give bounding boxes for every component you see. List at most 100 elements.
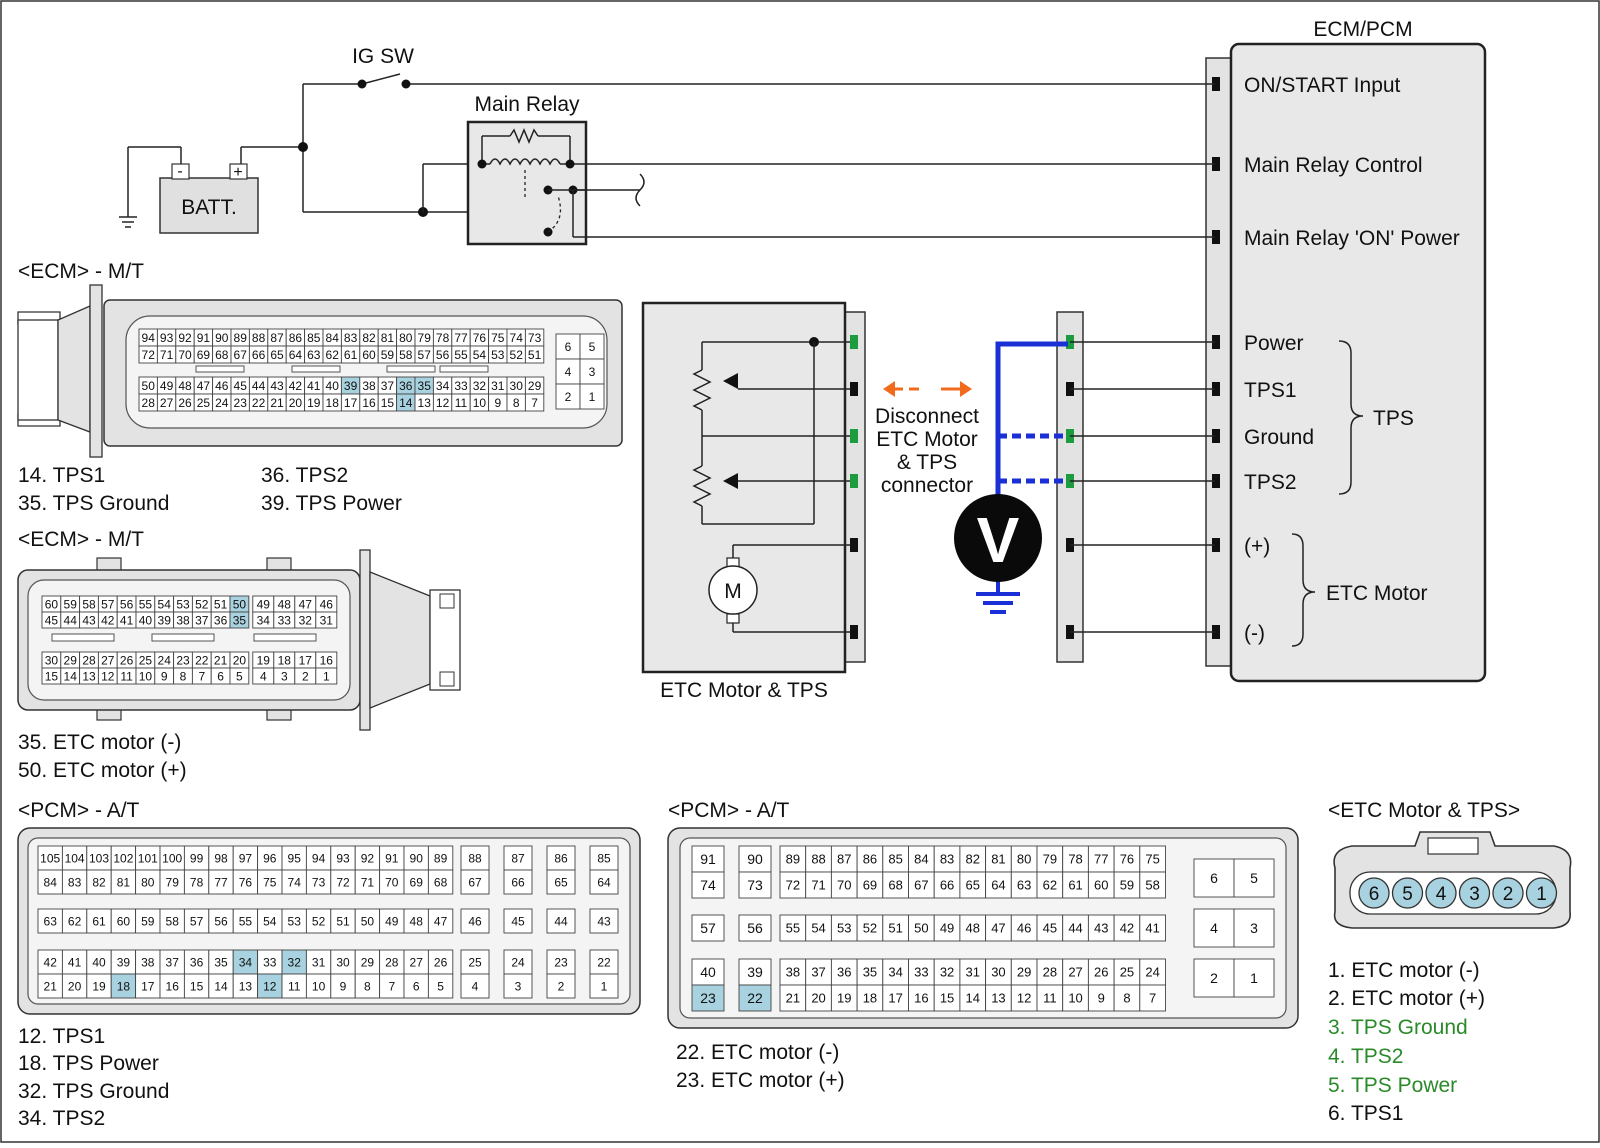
pcm2-pin-74-cell [691, 871, 725, 899]
ecm1-pin-80: 80 [399, 331, 413, 345]
pcm1-pin-93: 93 [336, 851, 350, 865]
pcm-at-1-title: <PCM> - A/T [18, 799, 140, 822]
ecm1-pin-42: 42 [289, 379, 303, 393]
ecm1-pin-55: 55 [454, 348, 468, 362]
pcm2-pin-57-cell [691, 914, 725, 942]
ecm1-pin-30: 30 [510, 379, 524, 393]
instruction-line-1: Disconnect [875, 405, 979, 428]
pcm1-pin-53-cell [281, 908, 307, 934]
ecm2-pin-18: 18 [278, 653, 292, 667]
pcm2-pin-76: 76 [1120, 852, 1134, 867]
etc-brace [1291, 533, 1316, 647]
ecm1-key-2 [386, 365, 436, 373]
pcm2-pin-85-cell [882, 845, 909, 873]
ecm2-pin-47: 47 [299, 597, 313, 611]
pcm1-pin-19-cell [86, 973, 112, 999]
ecm2-pin-52: 52 [195, 597, 209, 611]
pcm2-pin-23: 23 [700, 990, 716, 1006]
pcm1-pin-49-cell [379, 908, 405, 934]
pcm1-pin-10-cell [305, 973, 332, 999]
pcm2-pin-34-cell [882, 958, 909, 986]
ecm1-pin-3: 3 [589, 365, 596, 379]
battery-negative-terminal [171, 163, 190, 180]
pcm1-pin-17-cell [135, 973, 161, 999]
ecm-pin-marker-0 [1212, 77, 1220, 91]
motor-symbol [708, 565, 758, 615]
pcm2-pin-13: 13 [991, 991, 1005, 1006]
pcm1-pin-50: 50 [361, 914, 375, 928]
pcm1-pin-41: 41 [68, 955, 82, 969]
pcm1-pin-22: 22 [597, 955, 611, 969]
ecm1-pin-88: 88 [252, 331, 266, 345]
pcm2-pin-7: 7 [1149, 991, 1156, 1006]
pcm1-pin-49: 49 [385, 914, 399, 928]
pcm2-pin-38: 38 [786, 965, 800, 980]
pcm1-pin-69-cell [403, 869, 429, 895]
pcm2-pin-51: 51 [888, 921, 902, 936]
pcm2-pin-17-cell [882, 984, 909, 1012]
ecm-pcm-box [1229, 42, 1487, 683]
pcm1-pin-45-cell [503, 908, 533, 934]
voltmeter-probes: V [954, 341, 1068, 614]
pcm2-pin-15: 15 [940, 991, 954, 1006]
pcm1-pin-4-cell [460, 973, 490, 999]
pcm1-pin-91: 91 [385, 851, 399, 865]
pcm1-pin-48: 48 [410, 914, 424, 928]
ecm1-pin-21: 21 [270, 396, 284, 410]
tps2-resistor [692, 465, 712, 507]
etc-module-label: ETC Motor & TPS [660, 679, 828, 702]
pcm1-pin-61: 61 [92, 914, 106, 928]
tps-group-label: TPS [1373, 407, 1414, 430]
ecm1-pin-68: 68 [215, 348, 229, 362]
ecm2-pin-4: 4 [260, 669, 267, 683]
pcm2-pin-6-cell [1193, 858, 1235, 898]
pcm2-pin-70: 70 [837, 878, 851, 893]
pcm1-pin-78-cell [183, 869, 210, 895]
pcm-at-1-legend-3: 32. TPS Ground [18, 1080, 169, 1103]
pcm1-pin-75: 75 [263, 875, 277, 889]
pcm1-pin-85-cell [589, 845, 619, 871]
ecm2-key-0 [51, 633, 115, 642]
pcm2-pin-43: 43 [1094, 921, 1108, 936]
pcm1-pin-9-cell [330, 973, 356, 999]
pcm1-pin-90: 90 [410, 851, 424, 865]
pcm2-pin-25: 25 [1120, 965, 1134, 980]
pcm1-pin-7: 7 [388, 979, 395, 993]
pcm1-pin-105: 105 [40, 851, 60, 865]
pcm2-pin-49: 49 [940, 921, 954, 936]
pcm2-pin-16: 16 [914, 991, 928, 1006]
ecm2-pin-19: 19 [257, 653, 271, 667]
ecm1-pin-45: 45 [234, 379, 248, 393]
power-circuit: IG SW - + BATT. Main Relay [119, 45, 1215, 246]
pcm2-pin-53-cell [830, 914, 858, 942]
pcm1-pin-88-cell [460, 845, 490, 871]
pcm1-pin-21-cell [37, 973, 63, 999]
pcm2-pin-52: 52 [863, 921, 877, 936]
pcm2-pin-10-cell [1062, 984, 1089, 1012]
pcm1-pin-29: 29 [361, 955, 375, 969]
ecm2-pin-27: 27 [101, 653, 115, 667]
pcm1-pin-38: 38 [141, 955, 155, 969]
pcm1-pin-33: 33 [263, 955, 277, 969]
ecm1-pin-92: 92 [178, 331, 192, 345]
pcm1-pin-45: 45 [511, 914, 525, 928]
ecm-pin-marker-8 [1212, 625, 1220, 639]
pcm2-pin-56: 56 [747, 920, 763, 936]
pcm1-pin-71-cell [354, 869, 381, 895]
pcm1-pin-98: 98 [214, 851, 228, 865]
pcm2-pin-57: 57 [700, 920, 716, 936]
ecm2-pin-40: 40 [139, 613, 153, 627]
ecm2-pin-21: 21 [214, 653, 228, 667]
pcm1-pin-83-cell [61, 869, 88, 895]
pcm2-pin-86-cell [856, 845, 884, 873]
pcm1-pin-1-cell [589, 973, 619, 999]
pcm1-pin-87-cell [503, 845, 533, 871]
ecm1-pin-16: 16 [362, 396, 376, 410]
pcm1-pin-8: 8 [364, 979, 371, 993]
ecm2-pin-55: 55 [139, 597, 153, 611]
pcm2-pin-29-cell [1010, 958, 1038, 986]
ecm1-pin-28: 28 [142, 396, 156, 410]
ecm1-pin-5: 5 [589, 340, 596, 354]
ecm2-pin-53: 53 [176, 597, 190, 611]
pcm2-pin-55-cell [779, 914, 807, 942]
